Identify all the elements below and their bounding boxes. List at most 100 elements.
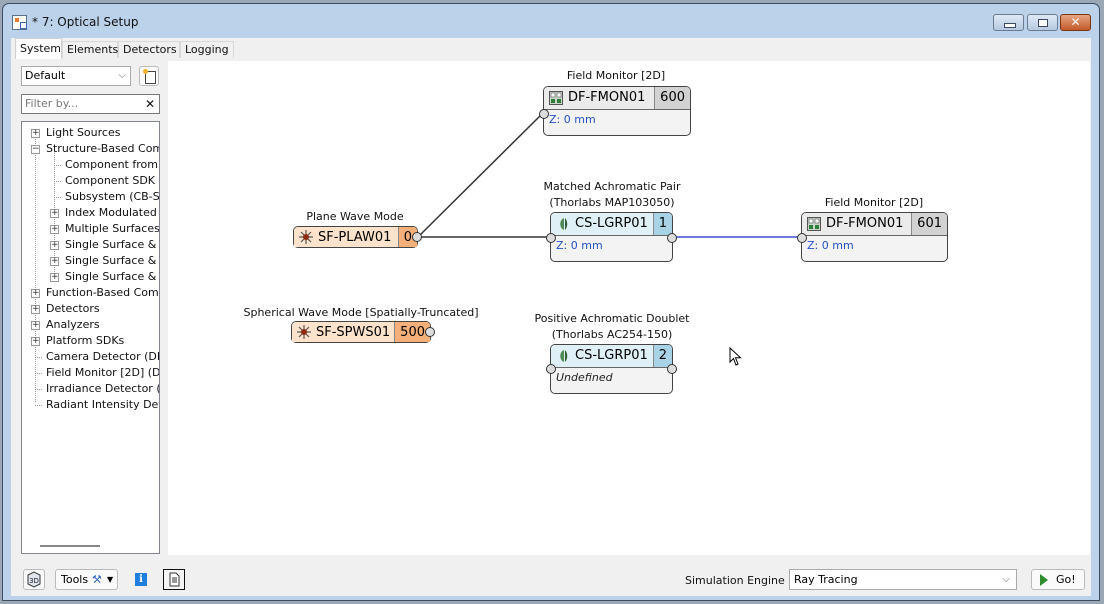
tree-item[interactable]: Subsystem (CB-SU — [22, 189, 159, 205]
expand-icon[interactable]: + — [50, 208, 59, 218]
info-icon[interactable]: i — [135, 573, 147, 586]
tree-item[interactable]: +Index Modulated — [22, 205, 159, 221]
expand-icon[interactable]: + — [50, 240, 59, 250]
tree-item-label: Field Monitor [2D] (DF — [46, 366, 160, 379]
node-matched-achromatic-pair[interactable]: CS-LGRP01 1 Z: 0 mm — [546, 212, 677, 262]
input-port[interactable] — [546, 233, 556, 243]
output-port[interactable] — [412, 232, 422, 242]
tree-item[interactable]: Field Monitor [2D] (DF — [22, 365, 159, 381]
output-port[interactable] — [667, 364, 677, 374]
expand-icon[interactable]: + — [31, 336, 40, 346]
expand-icon[interactable]: + — [31, 320, 40, 330]
go-label: Go! — [1056, 573, 1076, 586]
title-bar[interactable]: * 7: Optical Setup ✕ — [3, 4, 1099, 40]
node-index: 1 — [652, 213, 672, 235]
output-port[interactable] — [667, 233, 677, 243]
close-icon: ✕ — [1070, 15, 1081, 29]
tree-item[interactable]: +Multiple Surfaces — [22, 221, 159, 237]
tree-item-label: Single Surface & C — [65, 238, 160, 251]
log-document-button[interactable] — [163, 569, 185, 590]
bottom-toolbar: 3D Tools ⚒ ▼ i Simulation Engine Ray Tra… — [11, 560, 1091, 594]
expand-icon[interactable]: + — [50, 256, 59, 266]
system-diagram-canvas[interactable]: Field Monitor [2D] DF-FMON01 600 Z: 0 mm… — [168, 61, 1090, 555]
node-name-text: SF-PLAW01 — [318, 230, 392, 245]
element-catalog-panel: Default ⌵ Filter by... ✕ +Light Sources−… — [11, 58, 164, 556]
tree-item-label: Component SDK ( — [65, 174, 160, 187]
tree-item[interactable]: +Single Surface & F — [22, 253, 159, 269]
tree-item-label: Single Surface & S — [65, 270, 160, 283]
tree-guide-line — [35, 132, 36, 402]
matched-pair-caption-1: Matched Achromatic Pair — [543, 180, 681, 193]
expand-icon[interactable]: + — [50, 272, 59, 282]
new-preset-button[interactable] — [139, 66, 159, 86]
clear-filter-icon[interactable]: ✕ — [144, 97, 155, 111]
input-port[interactable] — [539, 109, 549, 119]
node-name-text: DF-FMON01 — [826, 216, 904, 231]
tools-wrench-icon: ⚒ — [92, 573, 102, 586]
expand-icon[interactable]: + — [50, 224, 59, 234]
link-source-to-fmon600[interactable] — [417, 112, 544, 238]
catalog-preset-select[interactable]: Default ⌵ — [21, 66, 131, 86]
tree-item[interactable]: Component from — [22, 157, 159, 173]
input-port[interactable] — [546, 364, 556, 374]
tree-item-label: Component from — [65, 158, 158, 171]
node-name: DF-FMON01 — [544, 87, 654, 109]
tab-elements[interactable]: Elements — [62, 41, 118, 58]
tree-item[interactable]: +Platform SDKs — [22, 333, 159, 349]
filter-input[interactable]: Filter by... ✕ — [21, 94, 160, 114]
node-index: 600 — [654, 87, 690, 109]
node-name-text: SF-SPWS01 — [316, 325, 391, 340]
node-name: SF-PLAW01 — [294, 227, 398, 247]
tree-item[interactable]: + Light Sources — [22, 125, 159, 141]
tools-menu-button[interactable]: Tools ⚒ ▼ — [55, 569, 118, 590]
node-field-monitor-601[interactable]: DF-FMON01 601 Z: 0 mm — [797, 212, 948, 262]
node-name-text: DF-FMON01 — [568, 90, 646, 105]
node-positive-achromatic-doublet[interactable]: CS-LGRP01 2 Undefined — [546, 344, 677, 394]
tree-item[interactable]: + Single Surface & S — [22, 269, 159, 285]
close-button[interactable]: ✕ — [1060, 14, 1091, 31]
tree-item[interactable]: Camera Detector (DF-( — [22, 349, 159, 365]
simulation-engine-select[interactable]: Ray Tracing ⌵ — [789, 569, 1017, 590]
preset-value: Default — [25, 69, 66, 82]
tree-item[interactable]: +Analyzers — [22, 317, 159, 333]
node-z-position: Undefined — [556, 371, 613, 384]
tab-system[interactable]: System — [15, 38, 62, 59]
main-window: * 7: Optical Setup ✕ System Elements Det… — [2, 3, 1100, 601]
node-plane-wave-source[interactable]: SF-PLAW01 0 — [293, 226, 422, 248]
expand-icon[interactable]: + — [31, 128, 40, 138]
tab-logging[interactable]: Logging — [180, 41, 234, 58]
tree-connector — [35, 405, 42, 406]
output-port[interactable] — [425, 327, 435, 337]
svg-text:3D: 3D — [29, 577, 39, 585]
node-field-monitor-600[interactable]: DF-FMON01 600 Z: 0 mm — [539, 86, 691, 136]
detector-icon — [549, 91, 563, 105]
minimize-button[interactable] — [993, 14, 1024, 31]
tab-detectors[interactable]: Detectors — [118, 41, 180, 58]
play-icon — [1040, 574, 1048, 586]
collapse-icon[interactable]: − — [31, 144, 40, 154]
tree-item[interactable]: +Function-Based Comp — [22, 285, 159, 301]
expand-icon[interactable]: + — [31, 288, 40, 298]
tree-item[interactable]: Irradiance Detector (D — [22, 381, 159, 397]
tree-item[interactable]: Component SDK ( — [22, 173, 159, 189]
tree-connector — [54, 165, 61, 166]
3d-view-button[interactable]: 3D — [23, 569, 45, 590]
tree-item-label: Structure-Based Comp — [46, 142, 160, 155]
tree-item[interactable]: +Detectors — [22, 301, 159, 317]
go-button[interactable]: Go! — [1031, 569, 1085, 590]
tree-item[interactable]: Radiant Intensity Dete — [22, 397, 159, 413]
lens-icon — [560, 350, 568, 362]
tree-item-label: Light Sources — [46, 126, 121, 139]
node-spherical-wave-source[interactable]: SF-SPWS01 500 — [291, 321, 435, 343]
expand-icon[interactable]: + — [31, 304, 40, 314]
tree-item[interactable]: −Structure-Based Comp — [22, 141, 159, 157]
node-index: 601 — [911, 213, 947, 235]
horizontal-scrollbar[interactable] — [40, 545, 100, 547]
input-port[interactable] — [797, 233, 807, 243]
node-z-position: Z: 0 mm — [556, 239, 603, 252]
tree-item-label: Subsystem (CB-SU — [65, 190, 160, 203]
maximize-button[interactable] — [1027, 14, 1058, 31]
tree-item[interactable]: + Single Surface & C — [22, 237, 159, 253]
doublet-caption-2: (Thorlabs AC254-150) — [551, 328, 673, 341]
